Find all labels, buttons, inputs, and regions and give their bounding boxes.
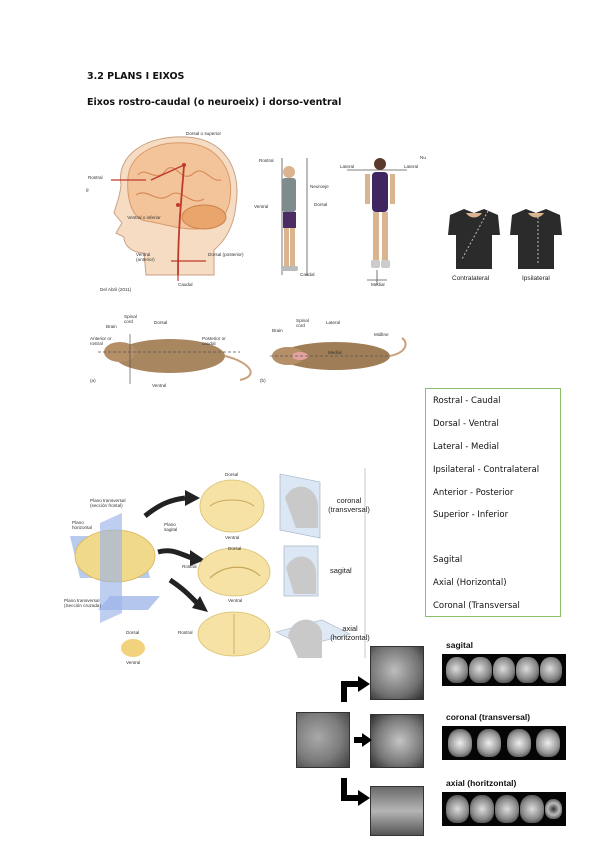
label-ventral-2: Ventral xyxy=(228,598,243,603)
section-subtitle: Eixos rostro-caudal (o neuroeix) i dorso… xyxy=(87,97,342,108)
head-illustration xyxy=(111,136,238,281)
section-title: 3.2 PLANS I EIXOS xyxy=(87,71,185,82)
mri-axial-slice xyxy=(470,795,495,823)
body-label-ventral: Ventral xyxy=(254,204,269,209)
label-ventral-1: Ventral xyxy=(225,535,240,540)
label-axial: axial (horitzontal) xyxy=(330,624,370,642)
label-coronal: coronal (transversal) xyxy=(328,496,370,514)
terms-box: Rostral - Caudal Dorsal - Ventral Latera… xyxy=(425,388,561,617)
mri-coronal-slice xyxy=(506,729,531,757)
term-superior-inferior: Superior - Inferior xyxy=(433,510,509,520)
label-plano-transversal: Plano transversal (sección frontal) xyxy=(90,498,126,508)
mri-strip-axial xyxy=(442,792,566,826)
label-rostral: Rostral xyxy=(88,175,103,180)
mri-coronal-slice xyxy=(447,729,472,757)
body-label-dorsal: Dorsal xyxy=(314,202,328,207)
label-ventral-small: Ventral xyxy=(126,660,141,665)
rat-panel-a: (a) xyxy=(90,378,96,383)
mri-coronal-slice xyxy=(536,729,561,757)
term-axial: Axial (Horizontal) xyxy=(433,578,507,588)
mri-sagital-slice xyxy=(445,656,468,684)
label-rostral-2: Rostral xyxy=(182,564,197,569)
rat-illustrations xyxy=(98,334,407,384)
mri-volume-axial xyxy=(370,786,424,836)
mri-axial-slice xyxy=(495,795,519,823)
label-caudal: Caudal xyxy=(178,282,193,287)
shirts-illustration xyxy=(448,209,562,269)
label-ventral-anterior: Ventral (anterior) xyxy=(136,252,155,262)
shirt-label-ipsilateral: Ipsilateral xyxy=(522,275,550,282)
label-dorsal-1: Dorsal xyxy=(225,472,239,477)
shirt-label-contralateral: Contralateral xyxy=(452,275,490,282)
mri-strip-coronal xyxy=(442,726,566,760)
brain-planes-illustration xyxy=(70,468,366,658)
rat-label-lateral: Lateral xyxy=(326,320,341,325)
label-plano-horizontal: Plano horizontal xyxy=(72,520,92,530)
rat-label-ventral: Ventral xyxy=(152,383,167,388)
mri-title-axial: axial (horitzontal) xyxy=(446,778,517,788)
term-rostral-caudal: Rostral - Caudal xyxy=(433,396,501,406)
label-ventral-inferior: Ventral o inferior xyxy=(127,215,161,220)
body-label-neuroeje: Neuroeje xyxy=(310,184,329,189)
label-plano-transversal-2: Plano transversal (Sección cruzada) xyxy=(64,598,102,608)
label-plano-sagital: Plano sagital xyxy=(164,522,178,532)
rat-label-brain-b: Brain xyxy=(272,328,283,333)
label-rostral-3: Rostral xyxy=(178,630,193,635)
body-illustrations xyxy=(281,158,407,285)
mri-sagital-slice xyxy=(540,656,563,684)
mri-title-sagital: sagital xyxy=(446,640,473,650)
mri-strip-sagital xyxy=(442,654,566,686)
term-ipsilateral-contralateral: Ipsilateral - Contralateral xyxy=(433,465,540,475)
rat-label-spinal-cord-b: Spinal cord xyxy=(296,318,309,328)
mri-axial-slice xyxy=(445,795,470,823)
mri-volume-coronal xyxy=(370,714,424,768)
mri-axial-slice xyxy=(545,798,563,820)
rat-label-midline: Midline xyxy=(374,332,389,337)
body-label-rostral: Rostral xyxy=(259,158,274,163)
rat-label-brain: Brain xyxy=(106,324,117,329)
term-lateral-medial: Lateral - Medial xyxy=(433,442,499,452)
mri-sagital-slice xyxy=(492,656,516,684)
body-corner-mark: Nu xyxy=(420,155,426,160)
brain-planes-figure: Plano transversal (sección frontal) Plan… xyxy=(60,468,372,668)
edge-mark: g xyxy=(86,187,89,192)
body-label-lateral-right: Lateral xyxy=(404,164,419,169)
rat-label-dorsal: Dorsal xyxy=(154,320,168,325)
term-coronal: Coronal (Transversal xyxy=(433,601,520,611)
rat-panel-b: (b) xyxy=(260,378,266,383)
label-sagital: sagital xyxy=(330,566,352,575)
figure-credit: Del Abril (2011) xyxy=(100,287,132,292)
body-axes-figure: Rostral Neuroeje Ventral Dorsal Caudal L… xyxy=(252,150,432,290)
rat-label-spinal-cord: Spinal cord xyxy=(124,314,137,324)
mri-title-coronal: coronal (transversal) xyxy=(446,712,531,722)
label-dorsal-posterior: Dorsal (posterior) xyxy=(208,252,244,257)
rat-axes-figure: Brain Spinal cord Dorsal Anterior or ros… xyxy=(90,314,410,394)
term-dorsal-ventral: Dorsal - Ventral xyxy=(433,419,499,429)
rat-label-posterior: Posterior or caudal xyxy=(202,336,226,346)
mri-figure: sagital coronal (transversal) axial (hor… xyxy=(296,640,586,840)
body-label-medial: Medial xyxy=(371,282,385,287)
head-axes-figure: Dorsal o superior Rostral g Ventral o in… xyxy=(86,125,246,300)
label-dorsal-small: Dorsal xyxy=(126,630,140,635)
term-sagital: Sagital xyxy=(433,555,463,565)
mri-axial-slice xyxy=(520,795,544,823)
mri-arrows xyxy=(341,676,372,806)
shirt-figure: Contralateral Ipsilateral xyxy=(442,205,567,290)
body-label-caudal: Caudal xyxy=(300,272,315,277)
term-anterior-posterior: Anterior - Posterior xyxy=(433,488,514,498)
rat-label-anterior: Anterior or rostral xyxy=(90,336,112,346)
label-dorsal-2: Dorsal xyxy=(228,546,242,551)
mri-volume-main xyxy=(296,712,350,768)
mri-volume-sagital xyxy=(370,646,424,700)
mri-sagital-slice xyxy=(516,656,539,684)
rat-label-medial: Medial xyxy=(328,350,342,355)
mri-sagital-slice xyxy=(469,656,492,684)
body-label-lateral-left: Lateral xyxy=(340,164,355,169)
label-dorsal-superior: Dorsal o superior xyxy=(186,131,221,136)
mri-coronal-slice xyxy=(477,729,502,757)
